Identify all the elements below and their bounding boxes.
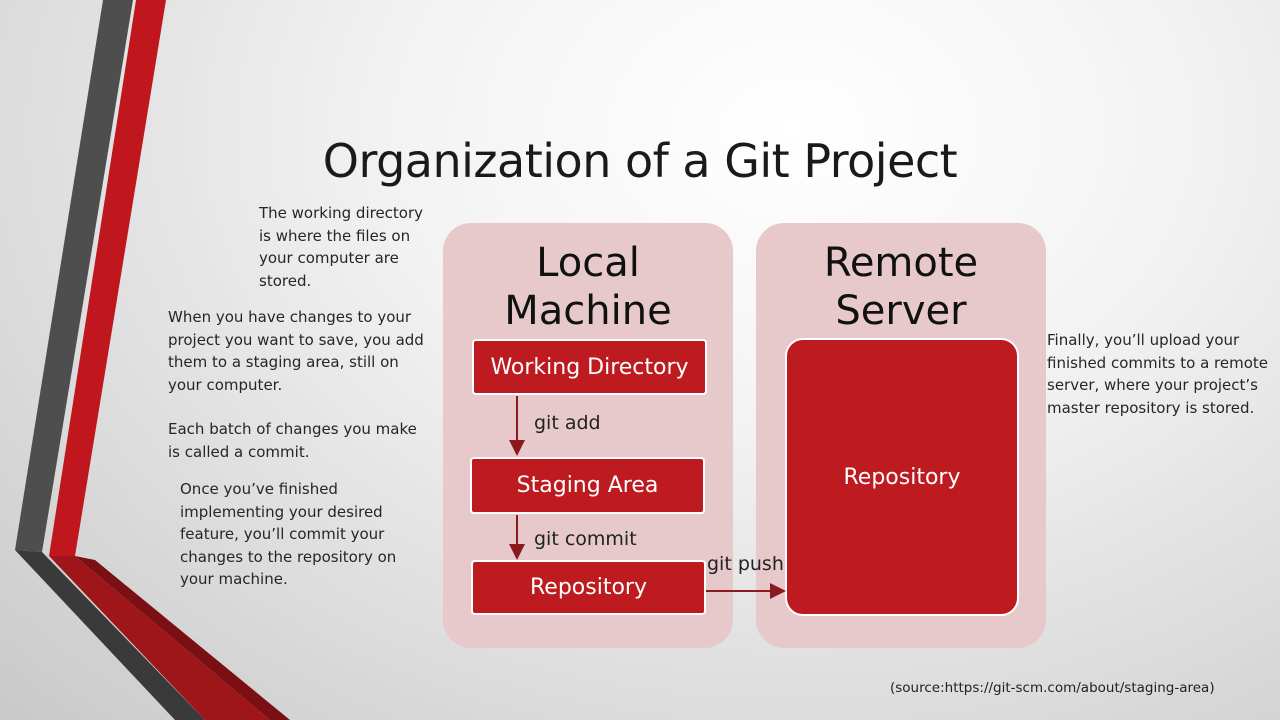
note-commit-batch: Each batch of changes you make is called… <box>168 420 417 461</box>
git-add-label: git add <box>534 412 601 434</box>
local-repository-box: Repository <box>471 560 706 615</box>
remote-server-title: Remote Server <box>823 240 979 334</box>
source-citation: (source:https://git-scm.com/about/stagin… <box>890 680 1215 696</box>
note-upload: Finally, you’ll upload your finished com… <box>1047 331 1268 417</box>
git-commit-label: git commit <box>534 528 637 550</box>
local-machine-title: Local Machine <box>504 240 672 334</box>
slide-title: Organization of a Git Project <box>322 134 958 188</box>
remote-repository-box: Repository <box>785 338 1019 616</box>
note-finish: Once you’ve finished implementing your d… <box>180 480 397 588</box>
staging-area-box: Staging Area <box>470 457 705 514</box>
working-directory-box: Working Directory <box>472 339 707 395</box>
note-staging: When you have changes to your project yo… <box>168 308 424 394</box>
git-push-label: git push <box>707 553 784 575</box>
note-working-directory: The working directory is where the files… <box>259 204 424 290</box>
